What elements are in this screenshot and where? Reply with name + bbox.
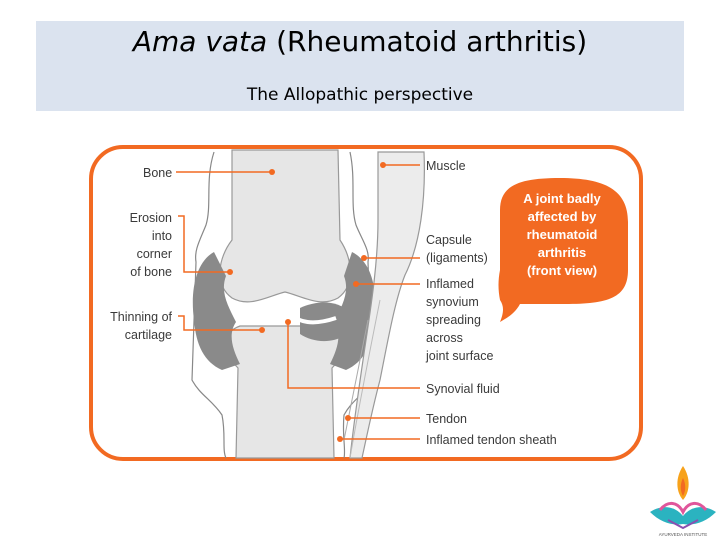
svg-text:across: across xyxy=(426,331,463,345)
svg-text:Capsule: Capsule xyxy=(426,233,472,247)
leader-thinning xyxy=(178,315,262,331)
capsule-left-line xyxy=(191,151,227,459)
svg-text:(front view): (front view) xyxy=(527,263,597,278)
label-capsule: Capsule (ligaments) xyxy=(426,233,488,265)
marker-synovial-fluid xyxy=(285,319,291,325)
svg-text:of bone: of bone xyxy=(130,265,172,279)
svg-text:into: into xyxy=(152,229,172,243)
marker-synovium xyxy=(353,281,359,287)
svg-text:joint surface: joint surface xyxy=(425,349,493,363)
label-tendon: Tendon xyxy=(426,412,467,426)
page-title: Ama vata (Rheumatoid arthritis) xyxy=(132,25,588,58)
cartilage-line xyxy=(231,302,337,325)
marker-tendon-sheath xyxy=(337,436,343,442)
synovium-left xyxy=(192,252,240,370)
svg-text:Erosion: Erosion xyxy=(130,211,172,225)
leader-erosion xyxy=(178,215,230,273)
lamp-flame-lotus-logo xyxy=(650,466,716,530)
callout-bubble: A joint badly affected by rheumatoid art… xyxy=(498,178,628,322)
svg-text:spreading: spreading xyxy=(426,313,481,327)
tendon-line xyxy=(343,319,369,441)
label-synovial-fluid: Synovial fluid xyxy=(426,382,500,396)
svg-text:rheumatoid: rheumatoid xyxy=(527,227,598,242)
femur-bone xyxy=(219,149,351,303)
svg-text:A joint badly: A joint badly xyxy=(523,191,601,206)
marker-thinning xyxy=(259,327,265,333)
marker-capsule xyxy=(361,255,367,261)
label-thinning-cartilage: Thinning of cartilage xyxy=(110,310,172,342)
marker-erosion xyxy=(227,269,233,275)
label-synovium: Inflamed synovium spreading across joint… xyxy=(425,277,493,363)
diagram-frame xyxy=(89,145,643,461)
svg-text:synovium: synovium xyxy=(426,295,479,309)
tibia-bone xyxy=(225,325,345,459)
leader-synovial-fluid xyxy=(287,322,420,389)
svg-text:Inflamed: Inflamed xyxy=(426,277,474,291)
svg-text:affected by: affected by xyxy=(528,209,597,224)
label-muscle: Muscle xyxy=(426,159,466,173)
marker-tendon xyxy=(345,415,351,421)
svg-text:cartilage: cartilage xyxy=(125,328,172,342)
capsule-right-line xyxy=(342,151,373,459)
muscle xyxy=(349,151,425,459)
label-erosion: Erosion into corner of bone xyxy=(130,211,172,279)
svg-text:(ligaments): (ligaments) xyxy=(426,251,488,265)
svg-text:corner: corner xyxy=(137,247,172,261)
label-bone: Bone xyxy=(143,166,172,180)
logo-text: AYURVEDA INSTITUTE xyxy=(659,532,708,537)
marker-muscle xyxy=(380,162,386,168)
marker-bone xyxy=(269,169,275,175)
page-subtitle: The Allopathic perspective xyxy=(246,85,474,105)
svg-text:Thinning of: Thinning of xyxy=(110,310,172,324)
label-tendon-sheath: Inflamed tendon sheath xyxy=(426,433,557,447)
svg-text:arthritis: arthritis xyxy=(538,245,586,260)
title-band: Ama vata (Rheumatoid arthritis) The Allo… xyxy=(36,21,684,111)
